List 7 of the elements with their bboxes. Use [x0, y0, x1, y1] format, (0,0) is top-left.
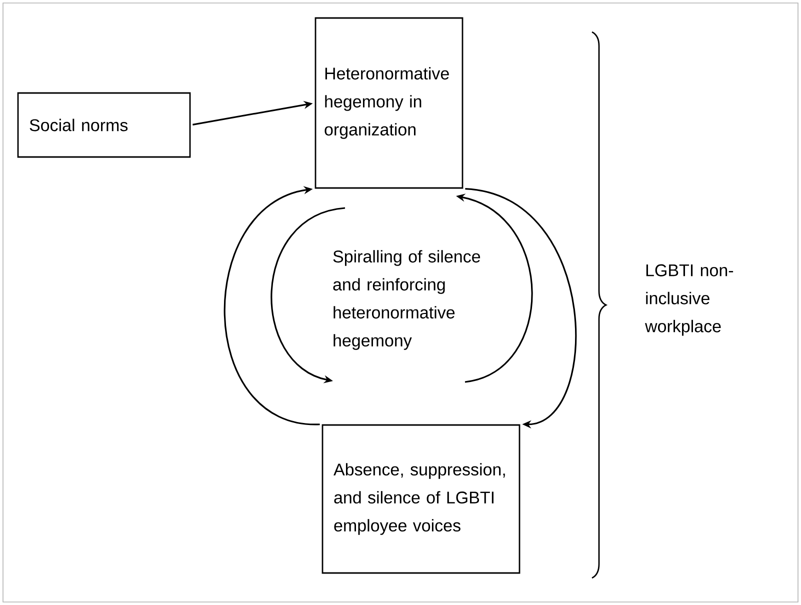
process-box: Heteronormative hegemony in organization	[314, 17, 464, 189]
process-box: Absence, suppression, and silence of LGBTI employee voices	[322, 424, 520, 574]
text-label: Spiralling of silence and reinforcing heteronormative hegemony	[333, 250, 480, 350]
arrow	[465, 188, 577, 428]
process-box: Social norms	[17, 92, 191, 158]
text-label: LGBTI non-inclusive workplace	[644, 264, 734, 336]
arrow	[224, 186, 320, 426]
